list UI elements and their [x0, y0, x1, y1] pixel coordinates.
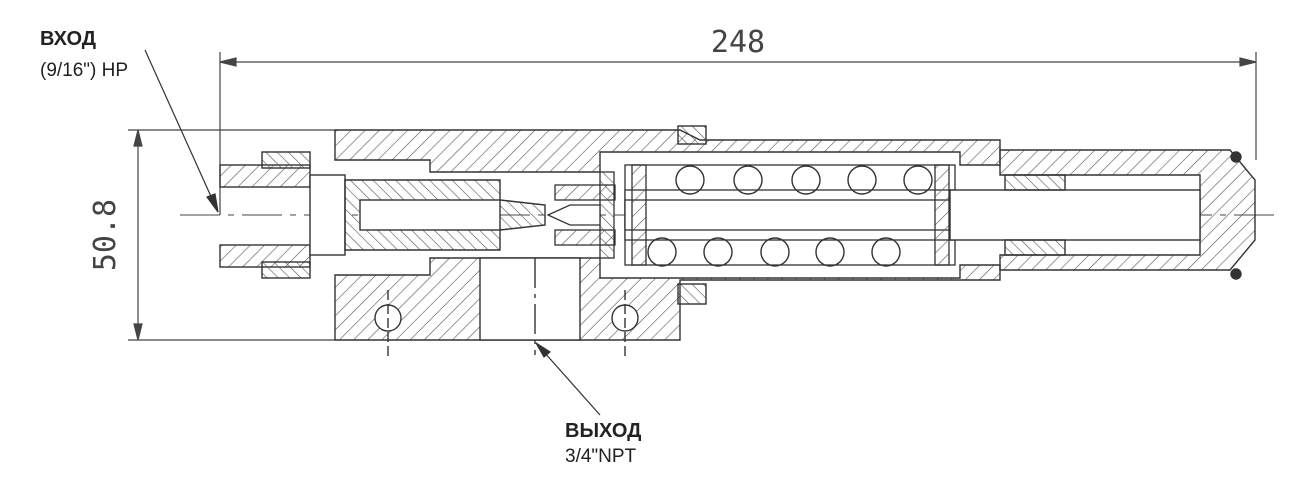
length-value: 248	[711, 25, 765, 60]
inlet-fitting	[219, 151, 346, 279]
outlet-spec: 3/4"NPT	[565, 446, 637, 467]
inlet-leader	[144, 49, 219, 213]
adjuster-cap	[949, 149, 1256, 280]
length-dimension	[219, 52, 1257, 215]
outlet-leader	[535, 342, 601, 416]
diameter-dimension	[128, 129, 335, 341]
spring	[647, 165, 933, 267]
inlet-spec: (9/16") HP	[40, 60, 129, 81]
spring-chamber	[624, 164, 956, 266]
valve-body	[334, 125, 1001, 358]
valve-seat	[546, 171, 616, 259]
inlet-title: ВХОД	[40, 28, 97, 50]
outlet-title: ВЫХОД	[565, 420, 642, 442]
diameter-value: 50.8	[88, 199, 123, 271]
